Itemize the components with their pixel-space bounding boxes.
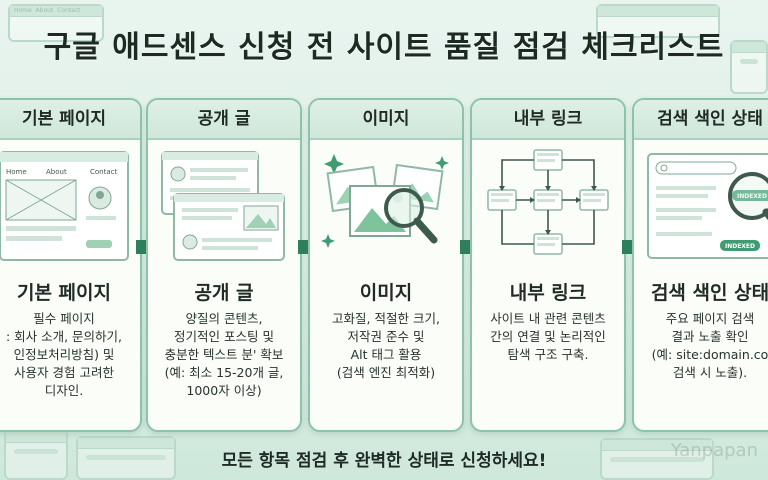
background-window (730, 40, 768, 94)
card-search-index-status: 검색 색인 상태 INDEXED INDEXED 검색 색인 상태 주요 페이지… (632, 98, 768, 432)
background-window (4, 430, 68, 480)
card-title: 기본 페이지 (16, 282, 111, 304)
search-indexed-illustration: INDEXED INDEXED (640, 146, 768, 314)
svg-text:About: About (46, 168, 67, 176)
svg-text:Home: Home (6, 168, 27, 176)
card-internal-links: 내부 링크 (470, 98, 626, 432)
link-structure-illustration (478, 146, 618, 314)
watermark: Yanpapan (670, 440, 758, 461)
footer-message: 모든 항목 점검 후 완벽한 상태로 신청하세요! (221, 451, 547, 471)
card-header: 검색 색인 상태 (634, 100, 768, 140)
page-title: 구글 애드센스 신청 전 사이트 품질 점검 체크리스트 (43, 30, 725, 65)
card-description: 필수 페이지 : 회사 소개, 문의하기, 인정보처리방침) 및 사용자 경험 … (5, 311, 123, 398)
card-description: 주요 페이지 검색 결과 노출 확인 (예: site:domain.co 검색… (651, 311, 768, 380)
card-title: 이미지 (359, 282, 413, 304)
background-window: Home About Contact (8, 4, 104, 42)
svg-text:INDEXED: INDEXED (737, 193, 767, 200)
background-window (596, 4, 720, 38)
images-magnifier-illustration (316, 146, 456, 314)
card-description: 양질의 콘텐츠, 정기적인 포스팅 및 충분한 텍스트 분' 확보 (예: 최소… (164, 311, 284, 398)
card-header: 공개 글 (148, 100, 300, 140)
svg-text:INDEXED: INDEXED (725, 243, 755, 250)
card-basic-pages: 기본 페이지 Home About Contact 기본 페이지 필수 페이지 … (0, 98, 142, 432)
card-published-posts: 공개 글 공개 글 양질의 콘텐츠, 정기적인 포스팅 및 충분한 텍스트 분'… (146, 98, 302, 432)
card-description: 고화질, 적절한 크기, 저작권 준수 및 Alt 태그 활용 (검색 엔진 최… (332, 311, 440, 380)
card-header: 기본 페이지 (0, 100, 140, 140)
card-images: 이미지 이미지 고화질, 적절한 크기, 저작권 준수 및 Alt 태그 활용 … (308, 98, 464, 432)
card-title: 검색 색인 상태 (650, 282, 768, 304)
card-title: 공개 글 (194, 282, 254, 304)
svg-text:Contact: Contact (90, 168, 117, 176)
background-window (76, 436, 176, 480)
website-layout-illustration: Home About Contact (0, 146, 134, 314)
card-header: 이미지 (310, 100, 462, 140)
card-description: 사이트 내 관련 콘텐츠 간의 연결 및 논리적인 탐색 구조 구축. (490, 311, 606, 362)
card-header: 내부 링크 (472, 100, 624, 140)
card-title: 내부 링크 (509, 282, 587, 304)
background-window (600, 438, 714, 480)
blog-posts-illustration (154, 146, 294, 314)
